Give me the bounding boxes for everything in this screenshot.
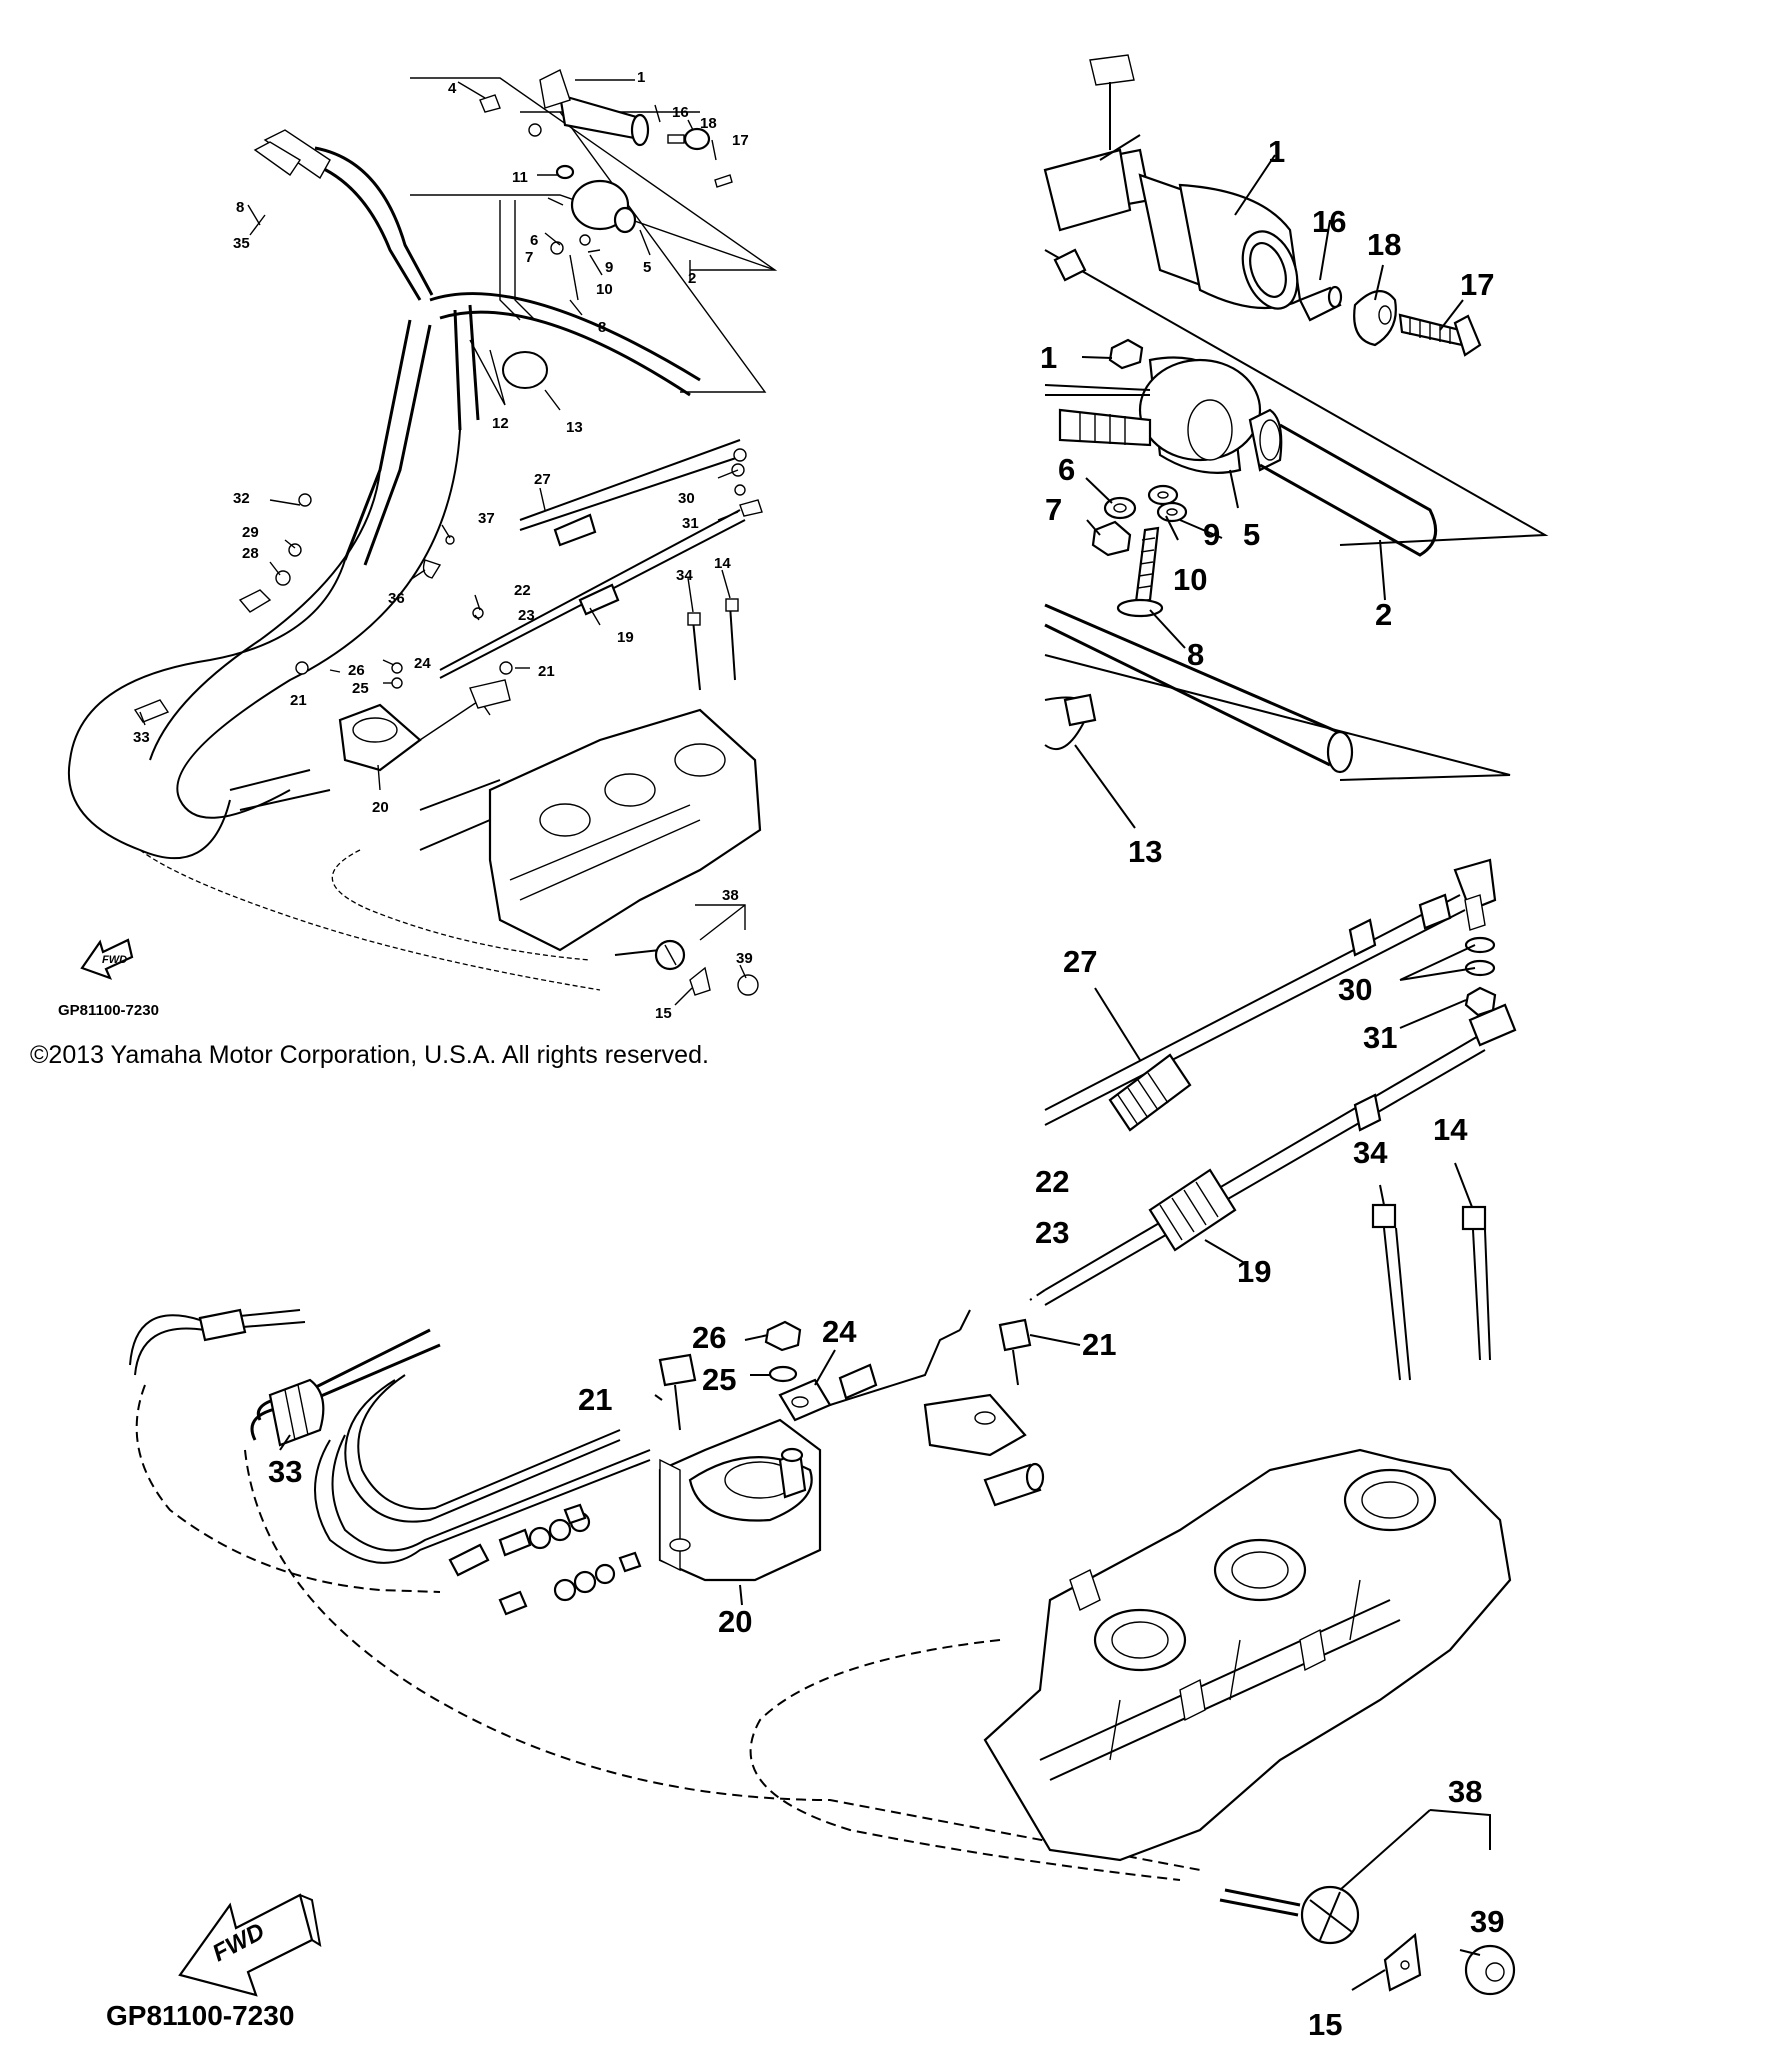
detail-callouts: 1 1 2 5 6 7 8 9 10 13 14 15 16 17 18 19 … — [106, 134, 1504, 2042]
callout-detail-23: 23 — [1035, 1215, 1069, 1250]
overview-diagram — [67, 69, 778, 1006]
callout-detail-1-nut: 1 — [1040, 340, 1057, 375]
detail-diagram-throttle — [1043, 54, 1549, 829]
callout-detail-27: 27 — [1063, 944, 1097, 979]
callout-2: 2 — [688, 270, 696, 287]
callout-29: 29 — [242, 524, 259, 541]
callout-20: 20 — [372, 799, 389, 816]
callout-8: 8 — [598, 319, 606, 336]
callout-detail-24: 24 — [822, 1314, 857, 1349]
callout-detail-7: 7 — [1045, 492, 1062, 527]
callout-7: 7 — [525, 249, 533, 266]
callout-21-left: 21 — [290, 692, 307, 709]
overview-callouts: 1 2 4 5 6 7 8 8 9 10 11 12 13 14 15 16 1… — [58, 69, 753, 1022]
callout-31: 31 — [682, 515, 699, 532]
detail-diagram-cables — [1029, 858, 1517, 1381]
fwd-arrow-icon-large — [178, 1893, 322, 1997]
callout-30: 30 — [678, 490, 695, 507]
callout-10: 10 — [596, 281, 613, 298]
callout-detail-10: 10 — [1173, 562, 1207, 597]
callout-34: 34 — [676, 567, 693, 584]
callout-33: 33 — [133, 729, 150, 746]
callout-detail-1: 1 — [1268, 134, 1285, 169]
callout-18: 18 — [700, 115, 717, 132]
callout-detail-31: 31 — [1363, 1020, 1397, 1055]
callout-14: 14 — [714, 555, 731, 572]
fwd-arrow-icon — [80, 938, 134, 980]
drawing-code-large: GP81100-7230 — [106, 2000, 294, 2031]
callout-detail-19: 19 — [1237, 1254, 1271, 1289]
callout-detail-34: 34 — [1353, 1135, 1388, 1170]
callout-detail-33: 33 — [268, 1454, 302, 1489]
callout-detail-9: 9 — [1203, 517, 1220, 552]
callout-detail-22: 22 — [1035, 1164, 1069, 1199]
callout-36: 36 — [388, 590, 405, 607]
callout-1: 1 — [637, 69, 645, 86]
callout-15: 15 — [655, 1005, 672, 1022]
callout-detail-21-right: 21 — [1082, 1327, 1116, 1362]
callout-5: 5 — [643, 259, 651, 276]
callout-37: 37 — [478, 510, 495, 527]
callout-detail-6: 6 — [1058, 452, 1075, 487]
callout-38: 38 — [722, 887, 739, 904]
callout-13: 13 — [566, 419, 583, 436]
callout-21-right: 21 — [538, 663, 555, 680]
callout-11: 11 — [512, 169, 528, 186]
callout-4: 4 — [448, 80, 457, 97]
callout-detail-17: 17 — [1460, 267, 1494, 302]
callout-23: 23 — [518, 607, 535, 624]
callout-detail-15: 15 — [1308, 2007, 1342, 2042]
callout-detail-21-left: 21 — [578, 1382, 612, 1417]
detail-diagram-carb — [129, 1308, 1516, 1997]
callout-22: 22 — [514, 582, 531, 599]
callout-35: 35 — [233, 235, 250, 252]
callout-detail-20: 20 — [718, 1604, 752, 1639]
callout-8-cable: 8 — [236, 199, 244, 216]
callout-27: 27 — [534, 471, 551, 488]
callout-detail-30: 30 — [1338, 972, 1372, 1007]
callout-24: 24 — [414, 655, 431, 672]
callout-detail-38: 38 — [1448, 1774, 1482, 1809]
callout-detail-2: 2 — [1375, 597, 1392, 632]
callout-detail-14: 14 — [1433, 1112, 1468, 1147]
callout-39: 39 — [736, 950, 753, 967]
callout-32: 32 — [233, 490, 250, 507]
fwd-label-small: FWD — [102, 954, 127, 966]
callout-26: 26 — [348, 662, 365, 679]
callout-28: 28 — [242, 545, 259, 562]
callout-17: 17 — [732, 132, 749, 149]
callout-detail-8: 8 — [1187, 637, 1204, 672]
callout-detail-18: 18 — [1367, 227, 1401, 262]
callout-6: 6 — [530, 232, 538, 249]
callout-19: 19 — [617, 629, 634, 646]
callout-25: 25 — [352, 680, 369, 697]
callout-detail-13: 13 — [1128, 834, 1162, 869]
copyright-text: ©2013 Yamaha Motor Corporation, U.S.A. A… — [30, 1041, 709, 1069]
drawing-code-small: GP81100-7230 — [58, 1002, 159, 1019]
callout-detail-26: 26 — [692, 1320, 726, 1355]
callout-detail-39: 39 — [1470, 1904, 1504, 1939]
callout-detail-16: 16 — [1312, 204, 1346, 239]
callout-12: 12 — [492, 415, 509, 432]
callout-9: 9 — [605, 259, 613, 276]
callout-detail-5: 5 — [1243, 517, 1260, 552]
callout-16: 16 — [672, 104, 689, 121]
callout-detail-25: 25 — [702, 1362, 736, 1397]
